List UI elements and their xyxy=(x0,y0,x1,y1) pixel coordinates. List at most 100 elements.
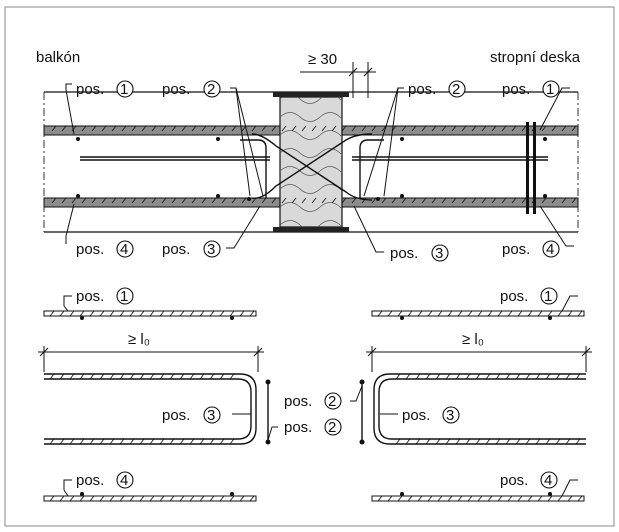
hatch-stroke xyxy=(49,495,55,502)
hatch-stroke xyxy=(159,438,165,445)
hatch-stroke xyxy=(401,197,407,204)
hatch-stroke xyxy=(201,197,207,204)
hatch-stroke xyxy=(129,310,135,317)
bar-dot xyxy=(359,379,365,385)
hatch-stroke xyxy=(511,197,517,204)
hatch-stroke xyxy=(241,197,247,204)
pos1-bottom-right-tag: pos. 1 xyxy=(500,287,558,305)
hatch-stroke xyxy=(129,438,135,445)
hatch-stroke xyxy=(219,438,225,445)
hatch-stroke xyxy=(441,125,447,132)
pos2-right-tag: pos. 2 xyxy=(408,80,466,98)
bar-dot xyxy=(265,439,271,445)
hatch-stroke xyxy=(515,438,521,445)
hatch-stroke xyxy=(291,197,297,204)
hatch-stroke xyxy=(541,197,547,204)
pos-circle xyxy=(116,471,134,489)
hatch-stroke xyxy=(129,495,135,502)
hatch-stroke xyxy=(391,125,397,132)
hatch-stroke xyxy=(149,438,155,445)
hatch-stroke xyxy=(517,310,523,317)
hatch-stroke xyxy=(425,373,431,380)
hatch-stroke xyxy=(371,197,377,204)
bar-dot xyxy=(76,194,80,198)
hatch-stroke xyxy=(561,125,567,132)
hatch-stroke xyxy=(69,373,75,380)
leader-pos2-lower xyxy=(267,426,278,441)
hatch-stroke xyxy=(421,197,427,204)
hatch-stroke xyxy=(547,495,553,502)
bar-dot xyxy=(80,492,84,496)
hatch-stroke xyxy=(199,495,205,502)
hatch-stroke xyxy=(291,125,297,132)
hatch-stroke xyxy=(525,373,531,380)
hatch-stroke xyxy=(169,373,175,380)
leader-pos1-left xyxy=(65,83,72,90)
hatch-stroke xyxy=(169,495,175,502)
hatch-stroke xyxy=(79,495,85,502)
leader-b-pos1-right xyxy=(561,295,578,312)
hatch-stroke xyxy=(111,125,117,132)
hatch-stroke xyxy=(557,495,563,502)
hatch-stroke xyxy=(537,495,543,502)
bar-dot xyxy=(400,492,404,496)
hatch-stroke xyxy=(415,438,421,445)
hatch-stroke xyxy=(417,495,423,502)
hatch-stroke xyxy=(331,197,337,204)
hatch-stroke xyxy=(149,373,155,380)
leader-b-pos4-left xyxy=(63,479,72,490)
leader-pos3-right xyxy=(353,205,384,253)
hatch-stroke xyxy=(261,125,267,132)
hatch-stroke xyxy=(341,197,347,204)
hatch-stroke xyxy=(199,373,205,380)
hatch-stroke xyxy=(565,438,571,445)
hatch-stroke xyxy=(139,310,145,317)
lap-dim-left-tick1 xyxy=(39,347,49,357)
bar-dot xyxy=(216,194,220,198)
leader-pos3-left xyxy=(226,205,261,249)
hatch-stroke xyxy=(475,438,481,445)
pos-circle xyxy=(203,406,221,424)
hatch-stroke xyxy=(545,373,551,380)
leader-b-pos1-left-b xyxy=(63,305,69,312)
hatch-stroke xyxy=(229,310,235,317)
hatch-stroke xyxy=(71,197,77,204)
hatch-stroke xyxy=(435,438,441,445)
bar-pos4-right xyxy=(371,495,585,502)
pos-circle xyxy=(203,240,221,258)
pos-circle xyxy=(116,240,134,258)
hatch-stroke xyxy=(407,495,413,502)
pos2-left-tag: pos. 2 xyxy=(162,80,221,98)
hatch-stroke xyxy=(481,125,487,132)
hatch-stroke xyxy=(397,310,403,317)
hatch-stroke xyxy=(411,125,417,132)
pos-number: 3 xyxy=(446,407,454,424)
hatch-stroke xyxy=(251,125,257,132)
hatch-stroke xyxy=(81,125,87,132)
hatch-stroke xyxy=(149,310,155,317)
pos-prefix: pos. xyxy=(408,81,436,98)
hatch-stroke xyxy=(517,495,523,502)
pos-circle xyxy=(540,471,558,489)
pos1-right-tag: pos. 1 xyxy=(502,80,560,98)
pos-prefix: pos. xyxy=(162,241,190,258)
pos-prefix: pos. xyxy=(162,81,190,98)
hatch-stroke xyxy=(531,125,537,132)
hatch-stroke xyxy=(571,197,577,204)
hatch-stroke xyxy=(239,310,245,317)
leader-pos2-right-a xyxy=(383,87,404,197)
hatch-stroke xyxy=(139,438,145,445)
leader-pos1-left-b xyxy=(65,89,75,135)
hatch-stroke xyxy=(567,495,573,502)
hatch-stroke xyxy=(451,197,457,204)
pos-circle xyxy=(324,418,342,436)
hatch-stroke xyxy=(561,197,567,204)
leader-pos2-upper xyxy=(350,385,363,402)
hatch-stroke xyxy=(497,495,503,502)
hatch-stroke xyxy=(361,197,367,204)
hatch-stroke xyxy=(405,373,411,380)
min-gap-label: ≥ 30 xyxy=(308,51,337,68)
hatch-stroke xyxy=(191,197,197,204)
leader-b-pos4-left-b xyxy=(63,489,69,497)
hatch-stroke xyxy=(161,125,167,132)
